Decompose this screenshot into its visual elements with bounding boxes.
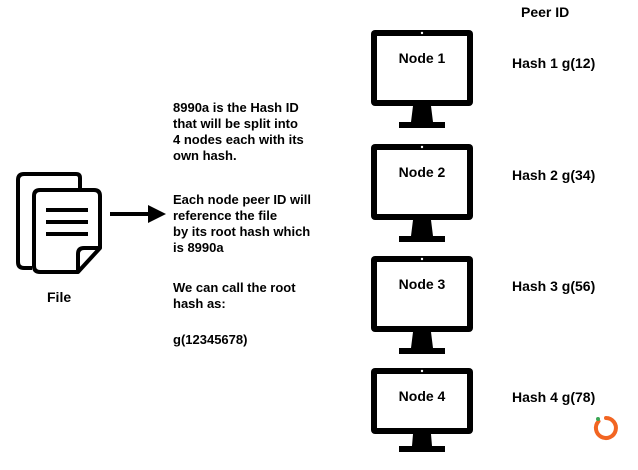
node-1-monitor: Node 1 (369, 28, 475, 132)
node-4-monitor: Node 4 (369, 366, 475, 470)
description-paragraph-1: 8990a is the Hash ID that will be split … (173, 100, 304, 163)
node-1-hash: Hash 1 g(12) (512, 55, 596, 71)
document-stack-icon (16, 172, 102, 274)
node-4-hash: Hash 4 g(78) (512, 389, 596, 405)
monitor-icon (371, 368, 473, 452)
node-3-hash: Hash 3 g(56) (512, 278, 596, 294)
file-label: File (47, 289, 72, 305)
monitor-icon (371, 144, 473, 242)
peer-id-header: Peer ID (521, 4, 570, 20)
node-1-label: Node 1 (398, 50, 446, 66)
monitor-icon (371, 30, 473, 128)
description-paragraph-3: We can call the root hash as: (173, 280, 296, 311)
monitor-icon (371, 256, 473, 354)
node-2-hash: Hash 2 g(34) (512, 167, 596, 183)
node-3-label: Node 3 (398, 276, 446, 292)
root-hash-formula: g(12345678) (173, 332, 248, 347)
node-3-monitor: Node 3 (369, 254, 475, 358)
brand-logo-icon (593, 416, 618, 440)
arrow-right-icon (110, 205, 166, 223)
node-2-label: Node 2 (398, 164, 446, 180)
description-paragraph-2: Each node peer ID will reference the fil… (173, 192, 311, 255)
node-2-monitor: Node 2 (369, 142, 475, 246)
node-4-label: Node 4 (398, 388, 446, 404)
